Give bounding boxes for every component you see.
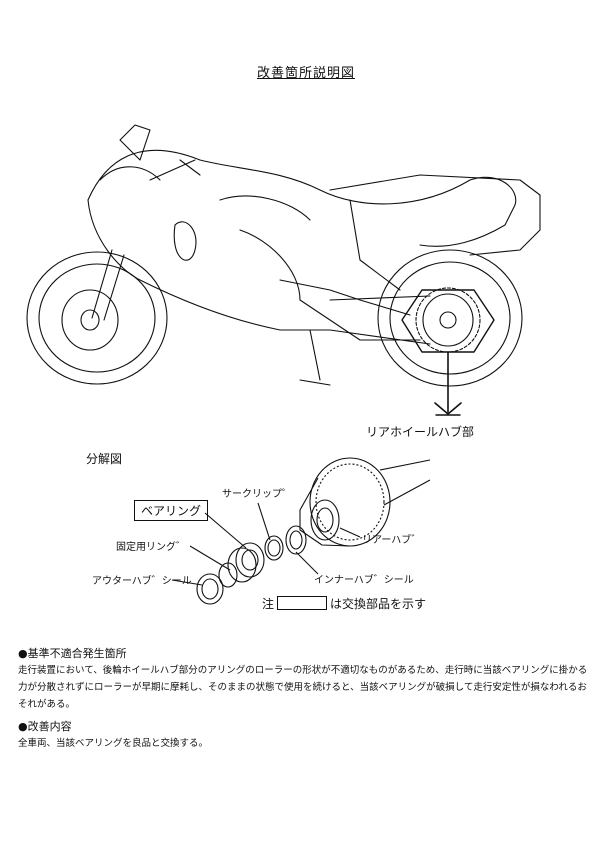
fix-heading: ●改善内容 [18,720,72,733]
rear-hub-label: リアーハブ゛ [362,535,422,546]
circlip-label: サークリップ゜ [222,489,292,500]
legend-note: 注 は交換部品を示す [262,595,426,612]
fix-section: ●改善内容 全車両、当該ベアリングを良品と交換する。 [18,718,596,752]
bearing-label: ベアリング [134,500,209,521]
fix-text: 全車両、当該ベアリングを良品と交換する。 [18,738,209,749]
note-empty-box [277,596,328,610]
defect-text: 走行装置において、後輪ホイールハブ部分のアリングのローラーの形状が不適切なものが… [18,665,588,710]
outer-hub-seal-label: アウターハブ゛シール [92,576,192,587]
note-prefix: 注 [262,597,275,611]
rear-hub-part-label: リアホイールハブ部 [366,425,475,439]
note-suffix: は交換部品を示す [330,597,427,611]
inner-hub-seal-label: インナーハブ゛シール [314,575,414,586]
exploded-view-heading: 分解図 [86,452,123,466]
defect-section: ●基準不適合発生箇所 走行装置において、後輪ホイールハブ部分のアリングのローラー… [18,645,596,713]
defect-heading: ●基準不適合発生箇所 [18,647,127,660]
page-title: 改善箇所説明図 [256,66,355,81]
fixing-ring-label: 固定用リング゛ [116,542,186,553]
